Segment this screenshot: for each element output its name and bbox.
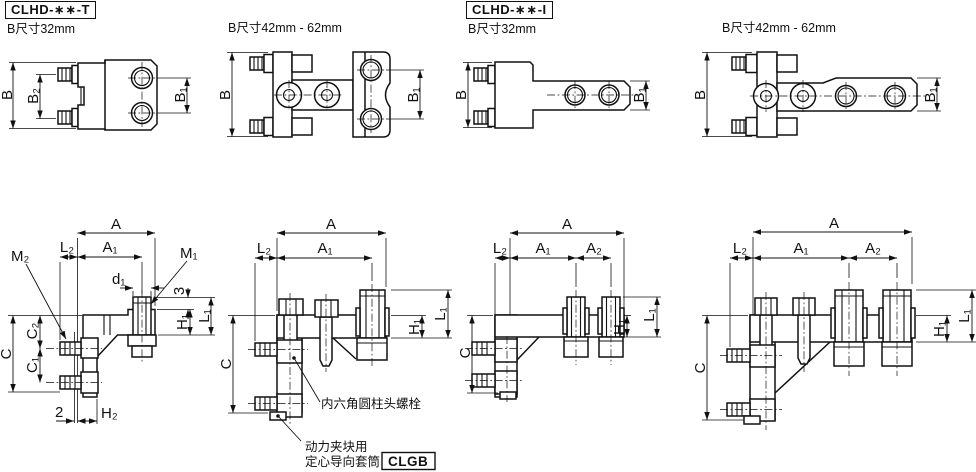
side-view-t-32: A A₁ L₂ M₂ M₁ d₁ 3 L₁ H₁ C xyxy=(0,216,215,424)
top-view-t-42-62: B B₁ xyxy=(217,51,424,138)
size-label-t-32: B尺寸32mm xyxy=(7,22,76,36)
annotation-clgb-code: CLGB xyxy=(388,454,428,469)
dim-2-s1: 2 xyxy=(55,404,63,421)
series-code-t: CLHD-∗∗-T xyxy=(5,1,96,19)
dim-a2-s3: A₂ xyxy=(586,240,602,257)
size-label-t-42-62: B尺寸42mm - 62mm xyxy=(228,21,342,35)
top-view-i-42-62: B B₁ xyxy=(692,51,941,138)
top-view-i-32: B B₁ xyxy=(453,61,650,129)
dim-c-s4: C xyxy=(692,362,709,373)
dim-a-s2: A xyxy=(326,216,336,233)
dim-l2-s1: L₂ xyxy=(60,239,74,256)
dim-c1-s1: C₁ xyxy=(24,357,41,373)
dim-m2-s1: M₂ xyxy=(11,248,29,265)
dim-a1-s3: A₁ xyxy=(535,240,550,257)
dim-c2-s1: C₂ xyxy=(24,322,41,339)
dim-h1-s2: H₁ xyxy=(406,319,423,335)
size-label-i-42-62: B尺寸42mm - 62mm xyxy=(722,21,836,35)
dim-l2-s2: L₂ xyxy=(257,240,271,257)
dim-b1-t2: B₁ xyxy=(405,87,422,102)
dim-l1-s4: L₁ xyxy=(956,309,973,322)
dim-c-s2: C xyxy=(218,358,235,369)
dim-l2-s3: L₂ xyxy=(493,240,507,257)
dim-l1-s3: L₁ xyxy=(641,308,658,321)
side-view-t-42-62: A A₁ L₂ H₁ L₁ C 内六角圆柱头螺栓 动力夹块用 定心导向套筒 xyxy=(218,216,452,471)
annotation-hex-socket-bolt: 内六角圆柱头螺栓 xyxy=(321,396,422,411)
dim-a1-s2: A₁ xyxy=(317,240,332,257)
dim-b1-t1: B₁ xyxy=(172,87,189,102)
dim-b1-t4: B₁ xyxy=(922,87,939,102)
dim-c-s3: C xyxy=(457,347,474,358)
dim-h2-s1: H₂ xyxy=(101,405,118,422)
dim-a-s3: A xyxy=(562,216,572,233)
size-label-i-32: B尺寸32mm xyxy=(468,22,537,36)
dim-l1-s2: L₁ xyxy=(432,307,449,320)
dim-h1-s1: H₁ xyxy=(174,314,191,330)
dim-a2-s4: A₂ xyxy=(865,240,881,257)
top-view-t-32: B B₂ B₁ xyxy=(0,59,191,131)
dim-a1-s4: A₁ xyxy=(793,240,808,257)
dim-3-s1: 3 xyxy=(171,287,188,295)
annotation-clgb-line1: 动力夹块用 xyxy=(305,440,368,454)
dim-l2-s4: L₂ xyxy=(733,240,747,257)
dim-h1-s4: H₁ xyxy=(931,321,948,337)
dim-b2-t1: B₂ xyxy=(25,88,42,104)
dim-c-s1: C xyxy=(0,348,15,359)
annotation-clgb-line2: 定心导向套筒 xyxy=(305,454,380,469)
dim-d1-s1: d₁ xyxy=(112,271,125,288)
dim-b-t4: B xyxy=(692,90,709,100)
dim-l1-s1: L₁ xyxy=(196,309,213,322)
dim-b-t1: B xyxy=(0,90,16,100)
side-view-i-32: A A₁ A₂ L₂ H₁ L₁ C xyxy=(457,216,661,402)
dim-a-s4: A xyxy=(829,215,839,232)
dim-b-t3: B xyxy=(453,90,470,100)
dim-a-s1: A xyxy=(111,216,121,233)
dim-b1-t3: B₁ xyxy=(631,87,648,102)
dim-m1-s1: M₁ xyxy=(180,245,198,262)
series-code-i: CLHD-∗∗-I xyxy=(466,1,553,19)
dim-h1-s3: H₁ xyxy=(611,319,628,335)
side-view-i-42-62: A A₁ A₂ L₂ H₁ L₁ C xyxy=(692,215,976,430)
dim-b-t2: B xyxy=(217,90,234,100)
dim-a1-s1: A₁ xyxy=(102,239,117,256)
